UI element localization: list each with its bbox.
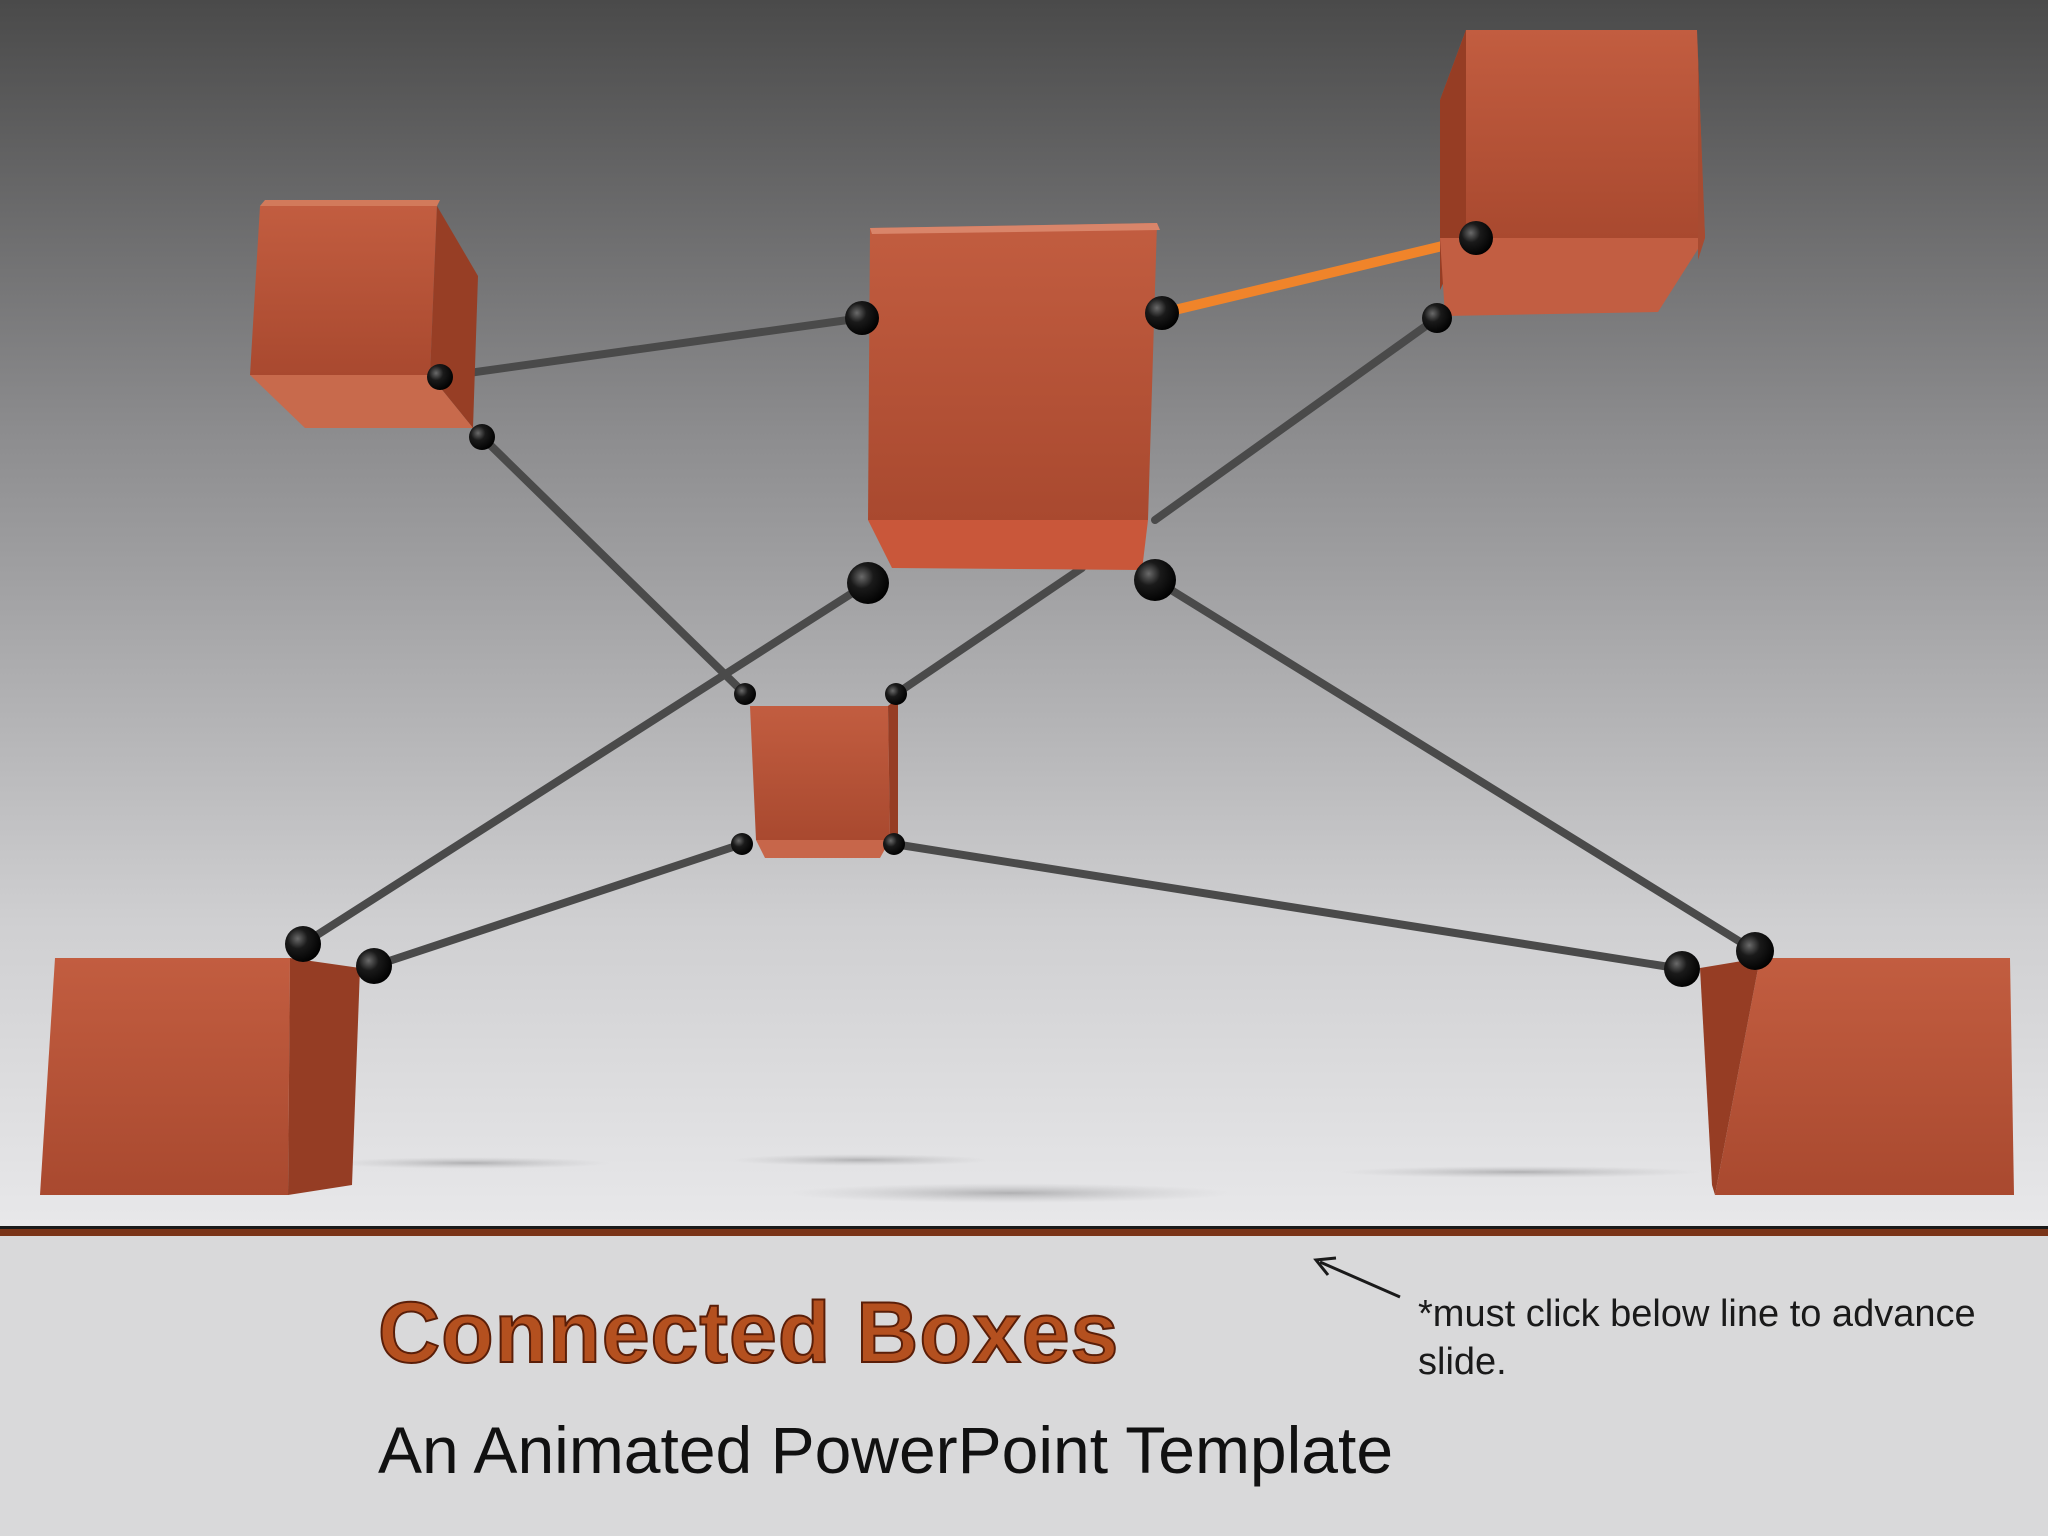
rod (478, 433, 749, 698)
box-middle (750, 698, 898, 858)
box-top-left (250, 200, 478, 428)
advance-divider-line (0, 1226, 2048, 1236)
rod (1151, 314, 1441, 524)
highlight-rod (1157, 233, 1481, 318)
rod (890, 840, 1686, 973)
joint (885, 683, 907, 705)
joint (1459, 221, 1493, 255)
joint (1736, 932, 1774, 970)
joint (356, 948, 392, 984)
arrow-pointing-to-line-icon (1313, 1256, 1401, 1299)
joint (1422, 303, 1452, 333)
box-bottom-right (1700, 958, 2014, 1195)
shadow (730, 1154, 990, 1166)
connected-boxes-illustration (0, 0, 2048, 1228)
joint (469, 424, 495, 450)
rod (299, 579, 872, 948)
joints (285, 221, 1774, 987)
shadow (790, 1183, 1230, 1203)
joint (883, 833, 905, 855)
box-top-center (868, 223, 1160, 570)
slide-title: Connected Boxes (377, 1284, 1120, 1382)
box-bottom-left (40, 958, 360, 1195)
joint (285, 926, 321, 962)
slide-subtitle: An Animated PowerPoint Template (378, 1413, 1394, 1487)
joint (1145, 296, 1179, 330)
rod (892, 564, 1086, 698)
joint (734, 683, 756, 705)
joint (1134, 559, 1176, 601)
shadow (1340, 1166, 1700, 1178)
advance-instruction-note: *must click below line to advance slide. (1418, 1293, 1976, 1383)
joint (1664, 951, 1700, 987)
joint (731, 833, 753, 855)
connector-rods (299, 314, 1759, 973)
rod (1151, 576, 1759, 955)
caption-area[interactable] (0, 1236, 2048, 1536)
joint (847, 562, 889, 604)
joint (427, 364, 453, 390)
joint (845, 301, 879, 335)
shadow (330, 1157, 610, 1169)
box-top-right (1440, 30, 1705, 316)
rod (436, 314, 866, 381)
rod (370, 840, 746, 970)
